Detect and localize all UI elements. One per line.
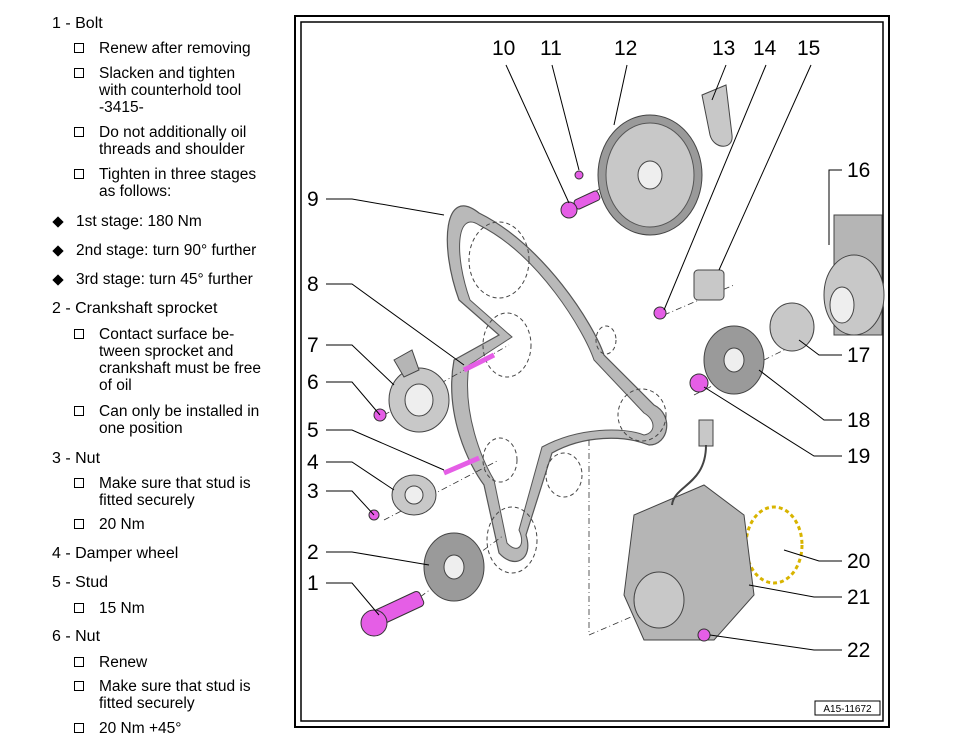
callout-3: 3 [307, 480, 319, 503]
reference-box [814, 700, 881, 716]
damper-wheel [391, 474, 437, 516]
callout-20: 20 [847, 550, 870, 573]
checkbox-icon [74, 68, 84, 78]
legend-item-3-note-1: Make sure that stud is fitted securely [99, 475, 251, 509]
legend-item-1-note-1: Renew after removing [99, 40, 251, 57]
spacer-bush [693, 269, 725, 301]
legend-item-5-title: 5 - Stud [52, 574, 109, 591]
checkbox-icon [74, 723, 84, 733]
checkbox-icon [74, 43, 84, 53]
camshaft-bolt [560, 190, 601, 219]
checkbox-icon [74, 169, 84, 179]
damper-stud [443, 455, 480, 476]
callout-21: 21 [847, 586, 870, 609]
callout-16: 16 [847, 159, 870, 182]
legend-item-4-title: 4 - Damper wheel [52, 545, 179, 562]
legend-item-5-note-1: 15 Nm [99, 600, 145, 617]
tensioner-stud [462, 352, 496, 373]
legend-item-3-title: 3 - Nut [52, 450, 101, 467]
callout-11: 11 [540, 37, 562, 60]
callout-5: 5 [307, 419, 319, 442]
callout-4: 4 [307, 451, 319, 474]
callout-9: 9 [307, 188, 319, 211]
pump-sprocket-nut [689, 373, 709, 393]
legend-item-3-note-2: 20 Nm [99, 516, 145, 533]
camshaft-sprocket [597, 114, 703, 236]
idler-roller [769, 302, 815, 352]
high-pressure-pump [623, 419, 755, 641]
diamond-bullet-icon [52, 216, 64, 228]
callout-10: 10 [492, 37, 515, 60]
pump-sprocket [703, 325, 765, 395]
legend-item-1-note-4: Tighten in three stages as follows: [99, 166, 257, 200]
camshaft-bracket [701, 84, 733, 147]
callout-18: 18 [847, 409, 870, 432]
legend-item-1-stage-1: 1st stage: 180 Nm [76, 213, 202, 230]
figure-frame-inner [300, 21, 884, 722]
callout-17: 17 [847, 344, 870, 367]
callout-13: 13 [712, 37, 735, 60]
diamond-bullet-icon [52, 274, 64, 286]
checkbox-icon [74, 603, 84, 613]
seal-ring [744, 505, 804, 585]
legend-item-1-stage-2: 2nd stage: turn 90° further [76, 242, 257, 259]
checkbox-icon [74, 478, 84, 488]
legend-item-1-stage-3: 3rd stage: turn 45° further [76, 271, 253, 288]
exploded-view-figure: 1 2 3 4 5 6 7 8 9 10 11 12 13 14 15 16 1… [294, 15, 890, 728]
locating-pin [574, 170, 584, 180]
legend-item-6-note-1: Renew [99, 654, 148, 671]
callout-7: 7 [307, 334, 319, 357]
pump-bolt [697, 628, 711, 642]
legend-item-6-note-2: Make sure that stud is fitted securely [99, 678, 251, 712]
checkbox-icon [74, 519, 84, 529]
legend-item-1-note-2: Slacken and tighten with counterhold too… [99, 65, 242, 116]
diamond-bullet-icon [52, 245, 64, 257]
callout-2: 2 [307, 541, 319, 564]
checkbox-icon [74, 127, 84, 137]
callout-8: 8 [307, 273, 319, 296]
legend-item-6-title: 6 - Nut [52, 628, 101, 645]
pulley-outlines [468, 221, 804, 585]
leader-lines [326, 64, 842, 651]
tensioning-roller [388, 349, 450, 433]
crankshaft-sprocket [423, 532, 485, 602]
coolant-pump [823, 214, 885, 336]
reference-number: A15-11672 [823, 704, 872, 715]
exploded-view-drawing: 1 2 3 4 5 6 7 8 9 10 11 12 13 14 15 16 1… [294, 15, 890, 728]
callout-12: 12 [614, 37, 637, 60]
callout-14: 14 [753, 37, 777, 60]
legend-item-6-note-3: 20 Nm +45° [99, 720, 182, 737]
callout-6: 6 [307, 371, 319, 394]
checkbox-icon [74, 406, 84, 416]
legend-item-1-note-3: Do not additionally oil threads and shou… [99, 124, 247, 158]
checkbox-icon [74, 329, 84, 339]
legend-item-2-note-1: Contact surface be- tween sprocket and c… [99, 326, 261, 394]
legend-item-2-title: 2 - Crankshaft sprocket [52, 300, 218, 317]
callout-1: 1 [307, 572, 319, 595]
checkbox-icon [74, 657, 84, 667]
legend-item-1-title: 1 - Bolt [52, 15, 103, 32]
callout-19: 19 [847, 445, 870, 468]
checkbox-icon [74, 681, 84, 691]
timing-belt [446, 205, 668, 563]
callout-22: 22 [847, 639, 870, 662]
callout-15: 15 [797, 37, 820, 60]
legend-item-2-note-2: Can only be installed in one position [99, 403, 260, 437]
pulley-bolt [653, 306, 667, 320]
parts-legend: 1 - Bolt Renew after removing Slacken an… [0, 0, 292, 750]
crankshaft-bolt [360, 590, 425, 637]
